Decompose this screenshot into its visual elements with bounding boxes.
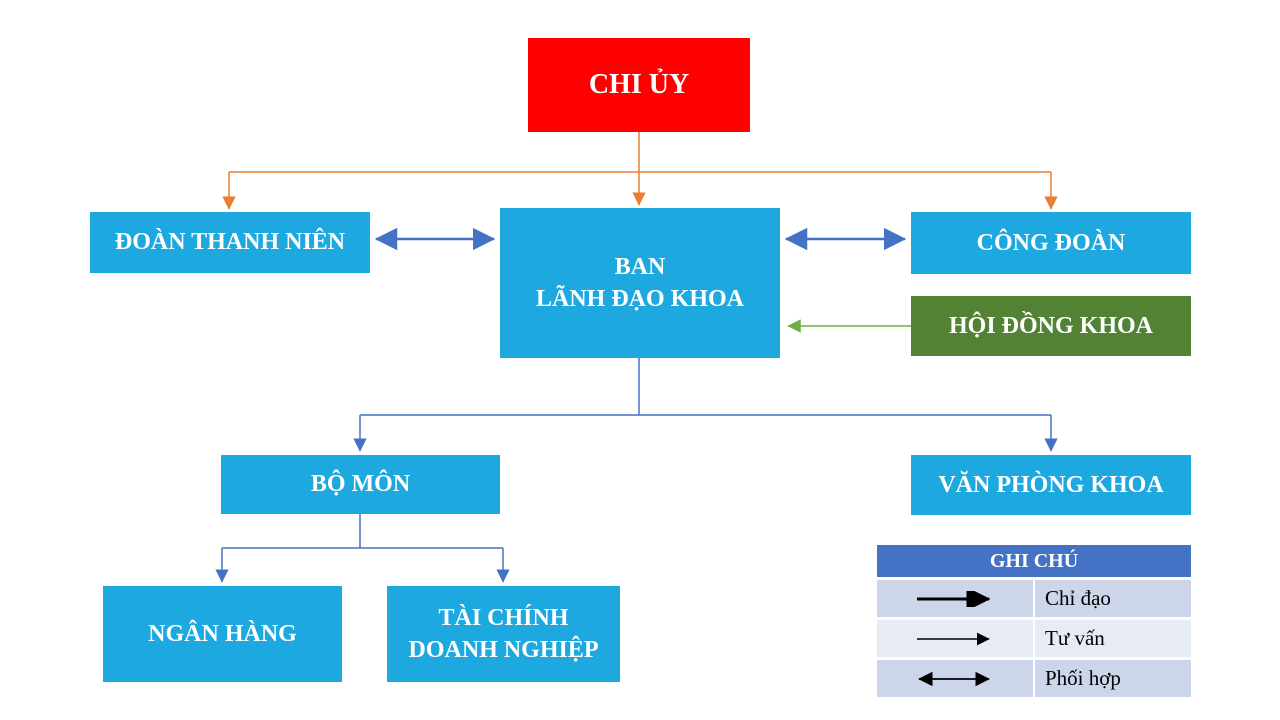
legend: GHI CHÚ Chỉ đạo: [877, 545, 1191, 697]
node-cong-doan-label: CÔNG ĐOÀN: [976, 229, 1126, 256]
legend-row-tu-van: Tư vấn: [877, 620, 1191, 657]
node-van-phong-khoa: VĂN PHÒNG KHOA: [911, 455, 1191, 515]
blue-tree-lower: [215, 514, 510, 583]
node-tai-chinh-label-line2: DOANH NGHIỆP: [408, 637, 599, 663]
directing-arrows-orange: [222, 132, 1058, 210]
node-tai-chinh-doanh-nghiep: TÀI CHÍNH DOANH NGHIỆP: [387, 586, 620, 682]
node-chi-uy-label: CHI ỦY: [588, 69, 690, 101]
thin-right-arrow-icon: [877, 620, 1033, 657]
node-cong-doan: CÔNG ĐOÀN: [911, 212, 1191, 274]
node-hoi-dong-khoa: HỘI ĐỒNG KHOA: [911, 296, 1191, 356]
node-hoi-dong-khoa-label: HỘI ĐỒNG KHOA: [948, 312, 1153, 339]
node-ban-label-line2: LÃNH ĐẠO KHOA: [535, 286, 744, 312]
double-headed-arrow-icon: [877, 660, 1033, 697]
blue-tree-upper: [353, 358, 1058, 452]
node-bo-mon-label: BỘ MÔN: [310, 471, 411, 498]
node-ngan-hang: NGÂN HÀNG: [103, 586, 342, 682]
legend-label: Tư vấn: [1035, 620, 1191, 657]
node-ban-label-line1: BAN: [614, 253, 666, 280]
node-chi-uy: CHI ỦY: [528, 38, 750, 132]
node-van-phong-khoa-label: VĂN PHÒNG KHOA: [938, 471, 1164, 498]
node-tai-chinh-label-line1: TÀI CHÍNH: [438, 604, 569, 631]
node-ban-lanh-dao-khoa: BAN LÃNH ĐẠO KHOA: [500, 208, 780, 358]
node-doan-thanh-nien: ĐOÀN THANH NIÊN: [90, 212, 370, 273]
node-bo-mon: BỘ MÔN: [221, 455, 500, 514]
legend-title: GHI CHÚ: [877, 545, 1191, 577]
thick-right-arrow-icon: [877, 580, 1033, 617]
legend-row-chi-dao: Chỉ đạo: [877, 580, 1191, 617]
node-ngan-hang-label: NGÂN HÀNG: [148, 620, 297, 647]
legend-row-phoi-hop: Phối hợp: [877, 660, 1191, 697]
legend-label: Chỉ đạo: [1035, 580, 1191, 617]
legend-label: Phối hợp: [1035, 660, 1191, 697]
node-doan-thanh-nien-label: ĐOÀN THANH NIÊN: [114, 229, 346, 256]
